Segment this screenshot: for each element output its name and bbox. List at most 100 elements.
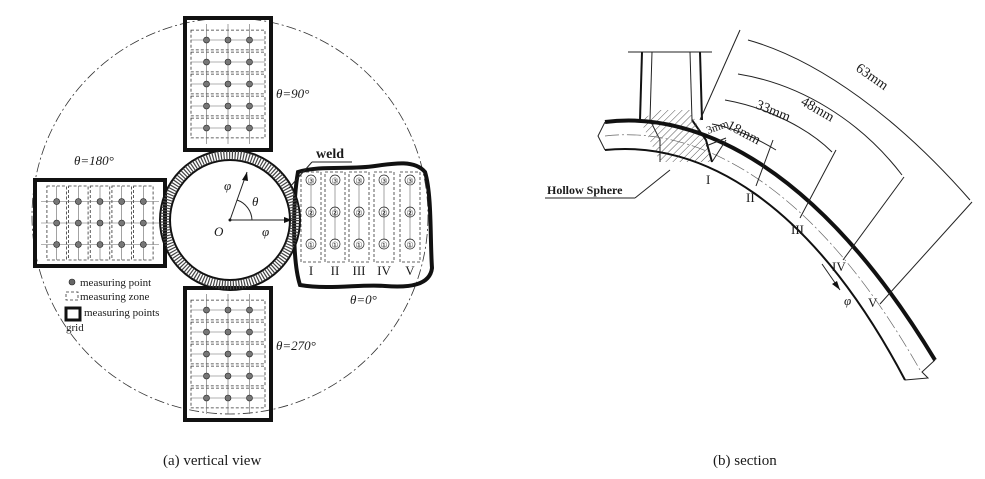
measuring-point — [224, 58, 232, 66]
measuring-point-number: ③ — [307, 177, 314, 186]
measuring-point — [140, 241, 147, 248]
zone-label-a: II — [331, 263, 340, 278]
zone-label-a: V — [405, 263, 415, 278]
measuring-zone-box — [324, 171, 346, 263]
measuring-point — [140, 198, 147, 205]
sphere-outer-surface — [604, 118, 937, 362]
dimension-label: 33mm — [754, 98, 793, 125]
measuring-point — [224, 102, 232, 110]
measuring-point — [224, 328, 232, 336]
break-line-right — [904, 359, 936, 381]
theta-180-label: θ=180° — [74, 153, 114, 168]
sphere-inner-surface — [604, 148, 906, 381]
measuring-point-marker — [329, 206, 341, 218]
measuring-point — [246, 350, 253, 358]
measuring-point-number: ① — [380, 241, 387, 250]
grid-top — [183, 16, 273, 152]
theta-0-label: θ=0° — [350, 292, 377, 307]
dimension-label: 63mm — [853, 61, 891, 94]
measuring-point — [224, 372, 232, 380]
phi-arrow-head — [284, 217, 292, 223]
legend-grid-text-2: grid — [66, 322, 84, 334]
phi-label-radial: φ — [224, 178, 231, 193]
measuring-point — [246, 58, 253, 66]
measuring-point — [246, 124, 253, 132]
measuring-point — [203, 58, 210, 66]
measuring-point-number: ① — [406, 241, 413, 250]
measuring-point-number: ③ — [355, 177, 362, 186]
measuring-point-marker — [353, 206, 365, 218]
grid-bottom — [183, 286, 273, 422]
radius-arrow-head — [242, 172, 248, 181]
measuring-point — [75, 198, 82, 205]
measuring-point-number: ② — [355, 209, 362, 218]
measuring-point — [53, 219, 60, 227]
measuring-point — [224, 124, 232, 132]
zone-label-a: IV — [377, 263, 391, 278]
dimension-arc — [705, 137, 727, 147]
measuring-point-number: ② — [307, 209, 314, 218]
measuring-point — [203, 306, 210, 314]
measuring-point-marker — [404, 238, 416, 250]
grid-left — [33, 178, 167, 268]
measuring-point — [118, 219, 125, 227]
measuring-point — [246, 102, 253, 110]
theta-270-label: θ=270° — [276, 338, 316, 353]
measuring-point-marker — [378, 206, 390, 218]
extension-line — [842, 176, 905, 261]
dimension-arc — [711, 123, 777, 151]
theta-label-center: θ — [252, 194, 259, 209]
measuring-point — [224, 306, 232, 314]
measuring-point — [203, 394, 210, 402]
measuring-point — [118, 241, 125, 248]
measuring-point — [53, 241, 60, 248]
measuring-point — [75, 219, 82, 227]
zone-label-b: V — [868, 295, 878, 310]
extension-line — [711, 139, 727, 163]
measuring-point — [246, 394, 253, 402]
measuring-point-marker — [404, 174, 416, 186]
measuring-point-marker — [305, 206, 317, 218]
measuring-point — [246, 372, 253, 380]
measuring-point-number: ③ — [380, 177, 387, 186]
phi-label-b: φ — [844, 293, 851, 308]
measuring-point-marker — [353, 174, 365, 186]
measuring-point — [75, 241, 82, 248]
measuring-point-marker — [305, 238, 317, 250]
zone-label-b: II — [746, 190, 755, 205]
tube-wall-left-inner — [649, 51, 653, 121]
dimension-label: 48mm — [798, 94, 837, 125]
zone-label-a: III — [353, 263, 366, 278]
extension-line — [879, 201, 973, 305]
measuring-point — [246, 80, 253, 88]
measuring-point — [53, 198, 60, 205]
measuring-point-marker — [353, 238, 365, 250]
measuring-point-number: ③ — [331, 177, 338, 186]
measuring-zone-box — [348, 171, 370, 263]
zone-label-b: III — [791, 222, 804, 237]
measuring-point — [96, 219, 104, 227]
weld-label: weld — [316, 147, 344, 162]
measuring-point-number: ② — [406, 209, 413, 218]
measuring-zone-box — [373, 171, 395, 263]
measuring-point-marker — [378, 238, 390, 250]
theta-90-label: θ=90° — [276, 86, 309, 101]
weld-toe-line — [699, 29, 741, 121]
caption-b: (b) section — [713, 453, 777, 469]
zone-label-a: I — [309, 263, 313, 278]
measuring-point — [118, 198, 125, 205]
phi-arrow-b-head — [832, 281, 840, 290]
sphere-midline — [604, 134, 921, 371]
measuring-point — [96, 198, 104, 205]
dimension-arc — [724, 99, 833, 153]
center-label: O — [214, 224, 224, 239]
measuring-point-number: ① — [355, 241, 362, 250]
measuring-point-number: ② — [380, 209, 387, 218]
measuring-point-marker — [329, 174, 341, 186]
extension-line — [799, 149, 837, 219]
zone-label-b: I — [706, 172, 710, 187]
measuring-point-marker — [404, 206, 416, 218]
